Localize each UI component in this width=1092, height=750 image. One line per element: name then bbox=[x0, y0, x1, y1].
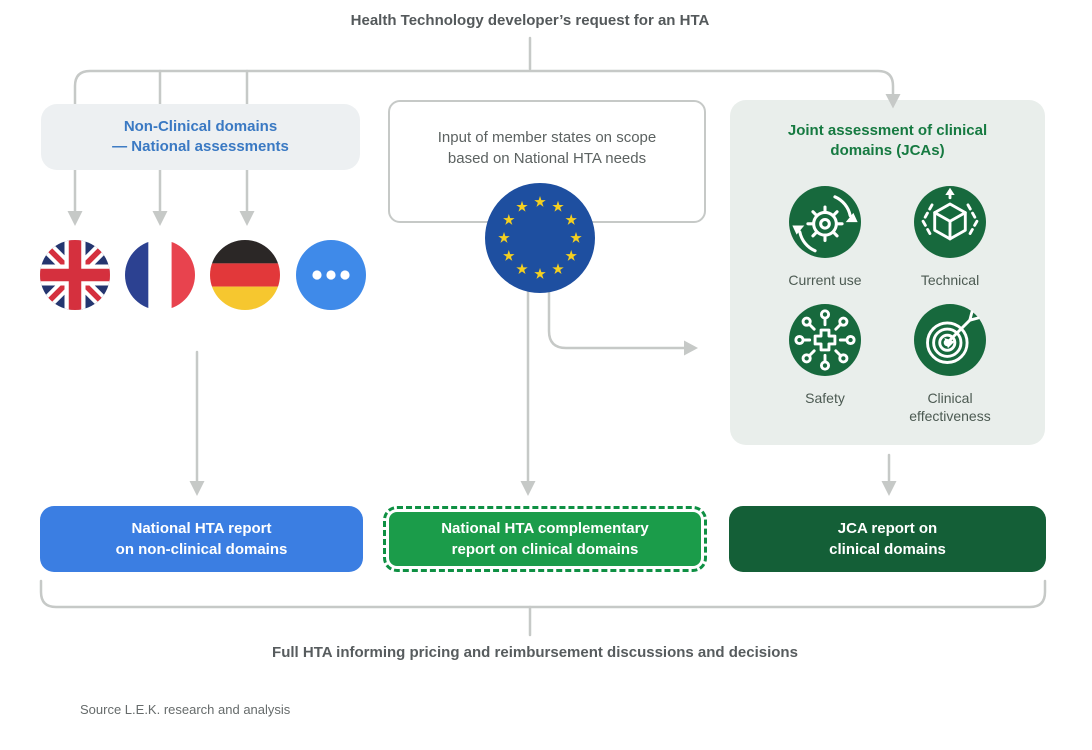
jca-item-label: Clinical effectiveness bbox=[909, 390, 991, 425]
more-countries-icon bbox=[296, 240, 366, 310]
jca-item-label: Technical bbox=[920, 272, 980, 288]
jca-panel-title: Joint assessment of clinical domains (JC… bbox=[787, 122, 988, 160]
uk-flag-icon bbox=[40, 240, 110, 310]
germany-flag-icon bbox=[210, 240, 280, 310]
source-note: Source L.E.K. research and analysis bbox=[80, 702, 291, 717]
jca-report-box: JCA report on clinical domains bbox=[729, 506, 1046, 572]
arrow-into-jca-icon bbox=[885, 94, 901, 109]
clinical-effectiveness-icon bbox=[914, 304, 986, 376]
jca-item-technical: Technical bbox=[888, 186, 1012, 289]
jca-item-label: Safety bbox=[805, 390, 845, 406]
complementary-report-box: National HTA complementary report on cli… bbox=[383, 506, 707, 572]
france-flag-icon bbox=[125, 240, 195, 310]
jca-item-current-use: Current use bbox=[763, 186, 887, 289]
main-branch-line bbox=[73, 69, 895, 214]
diagram-title: Health Technology developer’s request fo… bbox=[350, 12, 710, 29]
bottom-bracket bbox=[39, 579, 1047, 609]
eu-flag-icon bbox=[485, 183, 595, 293]
jca-item-safety: Safety bbox=[763, 304, 887, 407]
non-clinical-domains-box: Non-Clinical domains — National assessme… bbox=[41, 104, 360, 170]
jca-item-label: Current use bbox=[788, 272, 862, 288]
footer-summary: Full HTA informing pricing and reimburse… bbox=[272, 644, 798, 661]
technical-icon bbox=[914, 186, 986, 258]
arrowheads bbox=[67, 211, 897, 496]
safety-icon bbox=[789, 304, 861, 376]
eu-to-jca-line bbox=[547, 282, 687, 350]
current-use-icon bbox=[789, 186, 861, 258]
jca-item-clinical-effectiveness: Clinical effectiveness bbox=[888, 304, 1012, 425]
national-hta-report-box: National HTA report on non-clinical doma… bbox=[40, 506, 363, 572]
jca-panel: Joint assessment of clinical domains (JC… bbox=[730, 100, 1045, 445]
complementary-report-label: National HTA complementary report on cli… bbox=[389, 512, 701, 566]
